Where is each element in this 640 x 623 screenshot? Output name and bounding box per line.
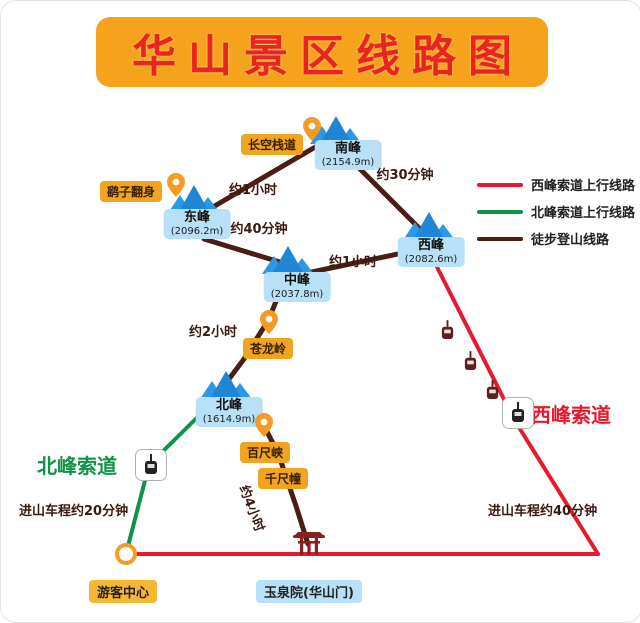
west-cableway-name: 西峰索道 bbox=[531, 403, 611, 427]
note-left-drive: 进山车程约20分钟 bbox=[19, 504, 129, 519]
temple-gate-icon bbox=[292, 528, 326, 555]
peak-name: 东峰 bbox=[183, 210, 211, 225]
note-right-drive: 进山车程约40分钟 bbox=[488, 504, 598, 519]
gondola-icon bbox=[463, 351, 478, 372]
gondola-icon bbox=[485, 380, 500, 401]
peak-label-north: 北峰 (1614.9m) bbox=[195, 397, 263, 427]
mountain-icon-north-peak bbox=[200, 369, 252, 399]
peak-name: 中峰 bbox=[283, 273, 311, 288]
peak-label-west: 西峰 (2082.6m) bbox=[397, 237, 465, 267]
peak-name: 西峰 bbox=[417, 238, 445, 253]
pin-icon-yaozi bbox=[167, 173, 185, 197]
yuquan-gate-label: 玉泉院(华山门) bbox=[256, 580, 362, 603]
legend-row-hiking: 徒步登山线路 bbox=[477, 229, 609, 248]
legend-label: 北峰索道上行线路 bbox=[531, 206, 636, 221]
duration-middle-north: 约2小时 bbox=[188, 325, 238, 340]
pin-icon-baichi bbox=[255, 413, 273, 437]
legend-line-red bbox=[477, 182, 523, 187]
legend-row-west-cableway: 西峰索道上行线路 bbox=[477, 175, 635, 194]
peak-name: 北峰 bbox=[215, 398, 243, 413]
peak-label-middle: 中峰 (2037.8m) bbox=[263, 272, 331, 302]
duration-east-south: 约1小时 bbox=[228, 183, 278, 198]
north-cableway-name: 北峰索道 bbox=[37, 454, 117, 478]
duration-middle-west: 约1小时 bbox=[328, 255, 378, 270]
peak-elevation: (2082.6m) bbox=[404, 253, 458, 265]
hiking-route-lines bbox=[198, 136, 428, 547]
peak-name: 南峰 bbox=[334, 141, 362, 156]
spot-label-yaozi: 鹞子翻身 bbox=[99, 181, 163, 202]
peak-elevation: (2096.2m) bbox=[170, 225, 224, 237]
spot-label-baichi: 百尺峡 bbox=[239, 442, 291, 463]
spot-label-changkong: 长空栈道 bbox=[240, 134, 304, 155]
gondola-icon bbox=[440, 320, 455, 341]
pin-icon-changkong bbox=[303, 117, 321, 141]
legend-label: 西峰索道上行线路 bbox=[531, 179, 636, 194]
legend-line-dark bbox=[477, 236, 523, 241]
duration-south-west: 约30分钟 bbox=[376, 168, 434, 183]
page-title: 华山景区线路图 bbox=[132, 31, 524, 82]
peak-elevation: (1614.9m) bbox=[202, 413, 256, 425]
visitor-center-label: 游客中心 bbox=[88, 580, 158, 603]
legend-row-north-cableway: 北峰索道上行线路 bbox=[477, 202, 635, 221]
title-banner: 华山景区线路图 bbox=[96, 17, 548, 87]
visitor-center-node-icon bbox=[115, 543, 137, 565]
gondola-station-icon-west bbox=[502, 397, 534, 429]
legend-label: 徒步登山线路 bbox=[531, 233, 610, 248]
peak-label-east: 东峰 (2096.2m) bbox=[163, 209, 231, 239]
spot-label-qianchi: 千尺幢 bbox=[257, 468, 309, 489]
peak-label-south: 南峰 (2154.9m) bbox=[314, 140, 382, 170]
spot-label-canglong: 苍龙岭 bbox=[242, 338, 294, 359]
mountain-icon-west-peak bbox=[403, 210, 455, 240]
peak-elevation: (2154.9m) bbox=[321, 156, 375, 168]
peak-elevation: (2037.8m) bbox=[270, 288, 324, 300]
pin-icon-canglong bbox=[260, 310, 278, 334]
mountain-icon-middle-peak bbox=[262, 244, 314, 274]
gondola-station-icon-north bbox=[135, 449, 167, 481]
duration-east-middle: 约40分钟 bbox=[230, 222, 288, 237]
legend-line-green bbox=[477, 209, 523, 214]
